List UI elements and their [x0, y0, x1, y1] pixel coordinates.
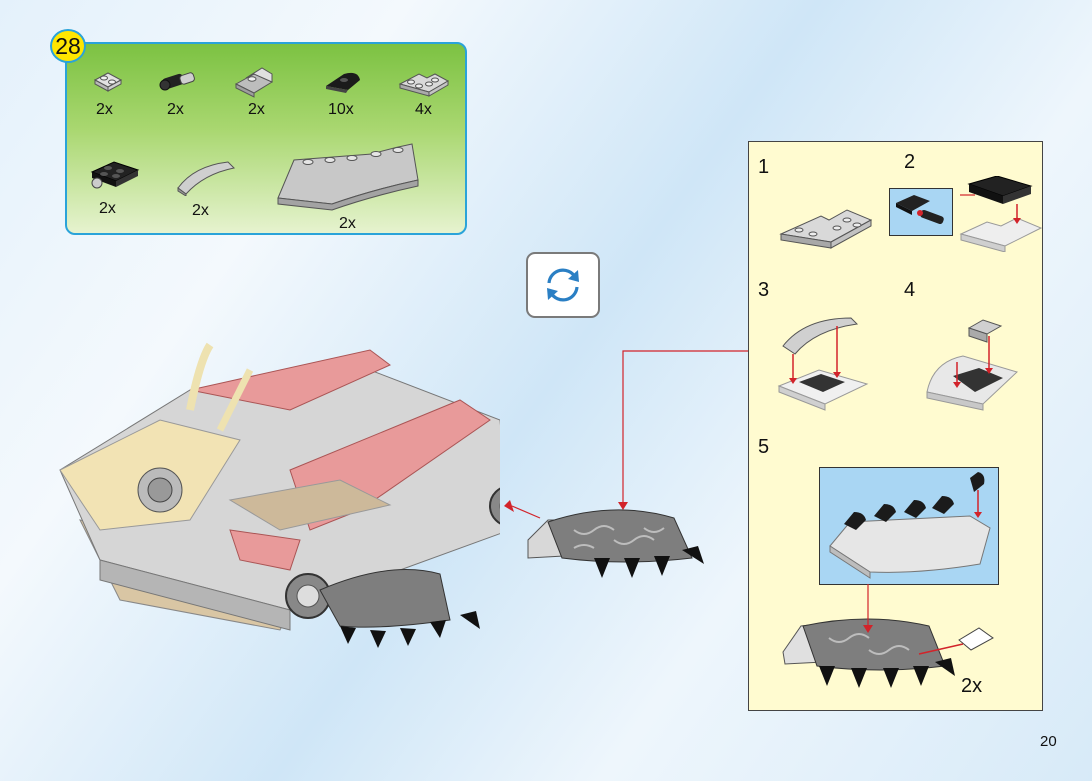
leg-assembly-illustration — [524, 500, 714, 587]
substep-number-2: 2 — [904, 151, 916, 173]
substep-number-5: 5 — [758, 436, 770, 458]
substep-4-illustration — [926, 319, 1018, 411]
black-plate-pin-icon — [86, 156, 144, 194]
bar-holder-clip-icon — [156, 68, 198, 94]
part-qty-2: 2x — [167, 101, 184, 118]
substep-3-illustration — [777, 317, 869, 411]
part-qty-6: 2x — [99, 200, 116, 217]
plate-corner-icon — [397, 64, 451, 98]
part-qty-3: 2x — [248, 101, 265, 118]
step-number-badge: 28 — [50, 29, 86, 63]
rotate-model-button[interactable] — [526, 252, 600, 318]
part-qty-1: 2x — [96, 101, 113, 118]
part-qty-7: 2x — [192, 202, 209, 219]
part-qty-4: 10x — [328, 101, 354, 118]
substep-number-4: 4 — [904, 279, 916, 301]
part-qty-8: 2x — [339, 215, 356, 232]
substep-number-1: 1 — [758, 156, 770, 178]
rotate-arrows-icon — [547, 268, 579, 302]
substep-2-illustration — [959, 176, 1043, 252]
sub-assembly-panel: 1 2 3 4 5 — [748, 141, 1043, 711]
substep-1-illustration — [779, 209, 873, 249]
page-number: 20 — [1040, 733, 1057, 750]
substep-5-callout — [819, 467, 999, 585]
plate-1x2-icon — [92, 68, 124, 92]
black-tooth-icon — [322, 66, 364, 94]
substep-2-callout — [889, 188, 953, 236]
curved-slope-icon — [174, 158, 238, 196]
step-number: 28 — [55, 32, 81, 59]
wedge-plate-icon — [272, 140, 422, 212]
part-qty-5: 4x — [415, 101, 432, 118]
substep-5-result-illustration — [782, 618, 994, 688]
subassembly-qty: 2x — [961, 675, 983, 697]
substep-number-3: 3 — [758, 279, 770, 301]
slope-grey-icon — [232, 62, 278, 98]
